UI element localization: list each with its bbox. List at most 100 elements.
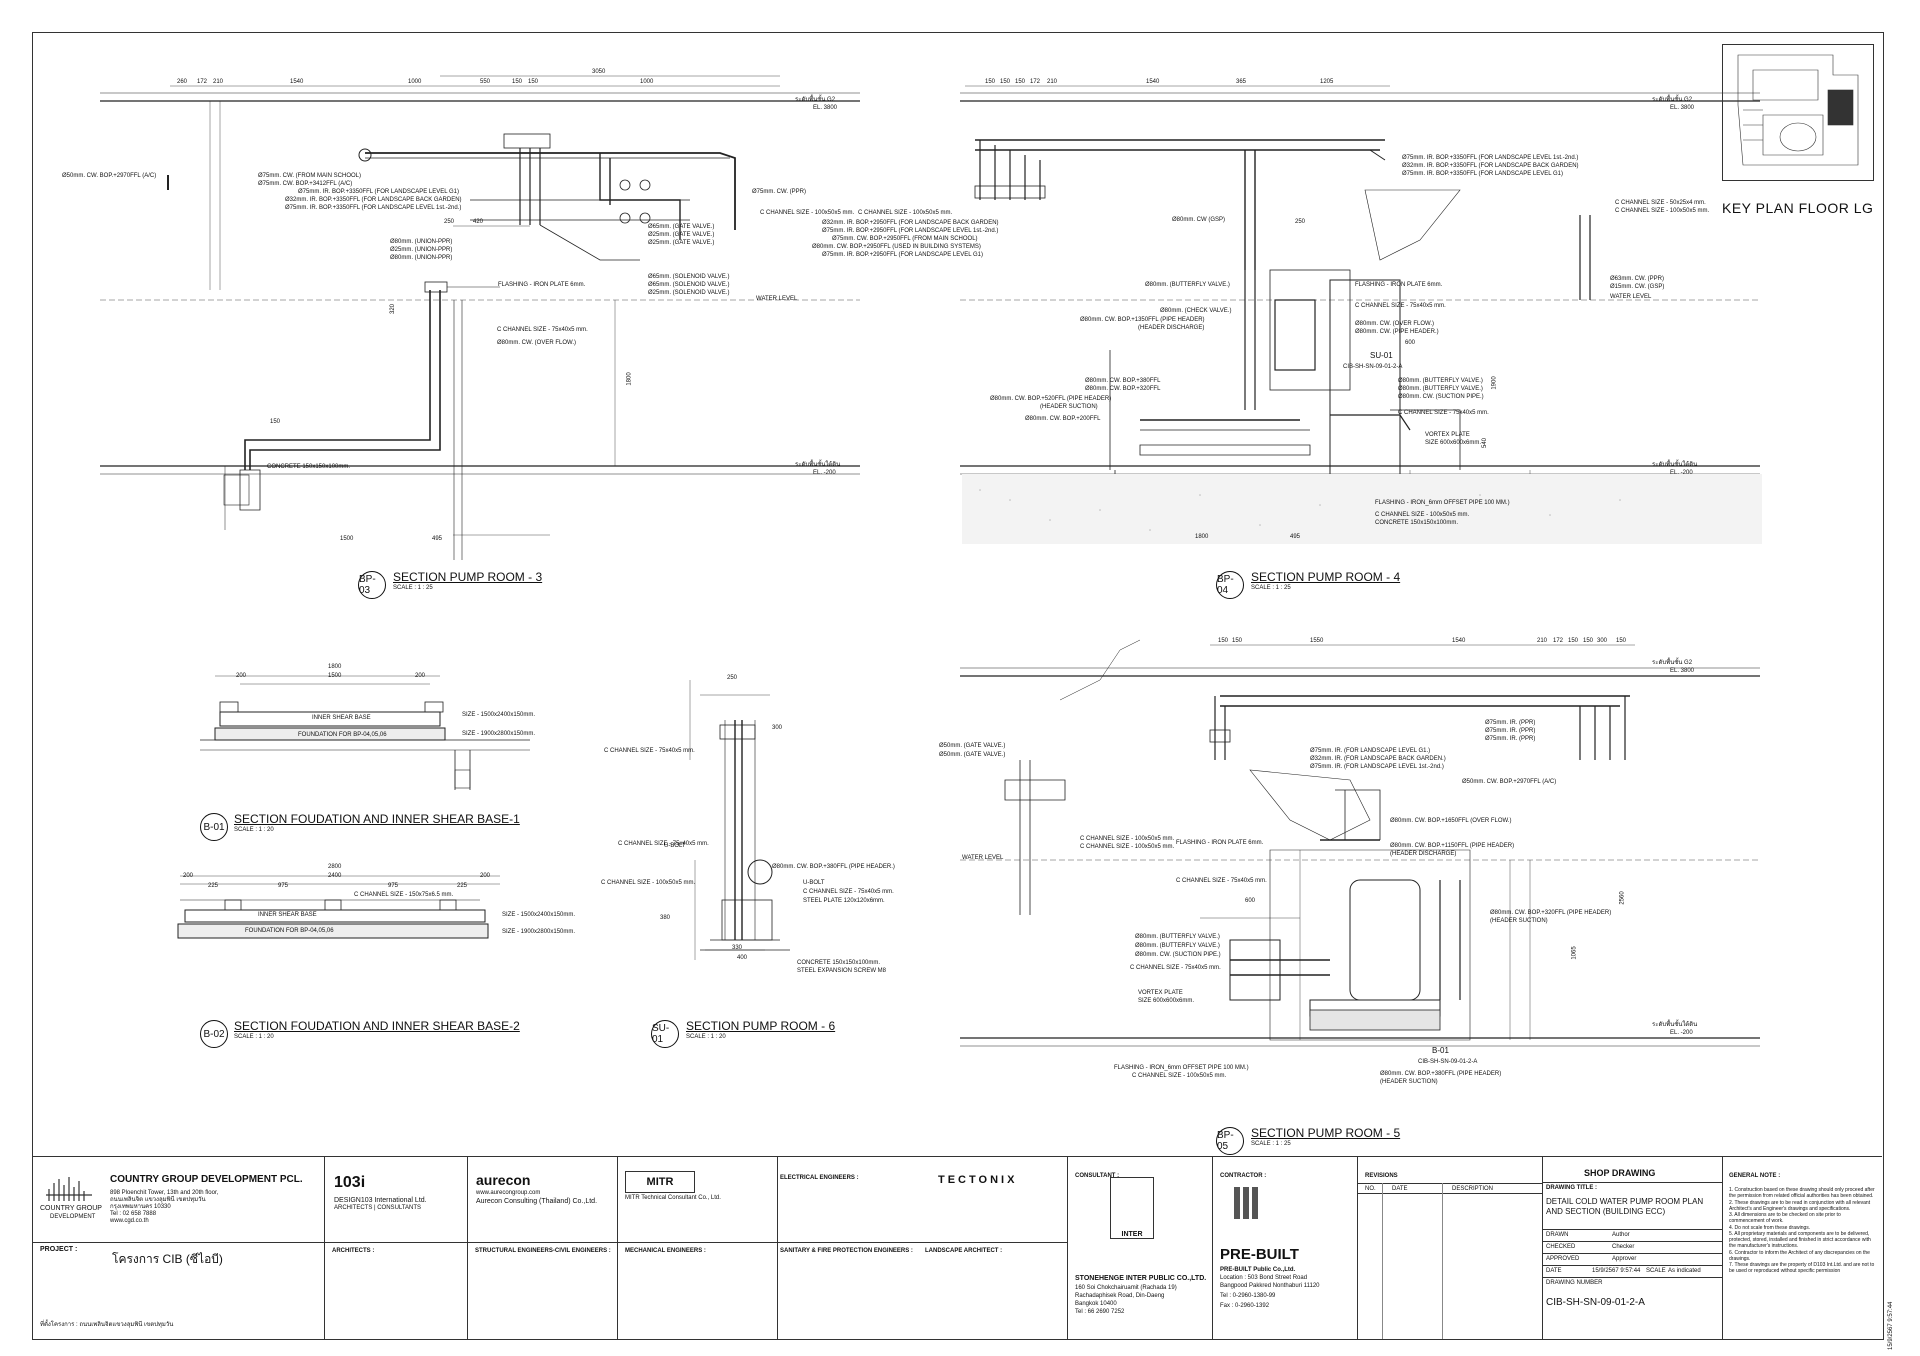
- checked-value: Checker: [1612, 1244, 1635, 1250]
- section-scale: SCALE : 1 : 20: [234, 827, 274, 833]
- level-label: ระดับพื้นชั้น G2: [795, 97, 836, 103]
- pipe-note: Ø80mm. CW. BOP.+2950FFL (USED IN BUILDIN…: [812, 244, 981, 250]
- dimension: 150: [512, 79, 523, 85]
- dimension: 250: [727, 675, 738, 681]
- pipe-note: Ø75mm. IR. BOP.+3350FFL (FOR LANDSCAPE L…: [1402, 171, 1564, 177]
- dimension: 200: [480, 873, 491, 879]
- dimension: 380: [660, 915, 671, 921]
- dimension: 1500: [340, 536, 354, 542]
- shop-divider: [1542, 1229, 1722, 1230]
- section-tag-bubble: BP-03: [358, 571, 386, 599]
- section-tag-bubble: BP-04: [1216, 571, 1244, 599]
- owner-address: กรุงเทพมหานคร 10330: [110, 1204, 171, 1210]
- section-tag-bubble: B-02: [200, 1020, 228, 1048]
- pipe-note: Ø50mm. (GATE VALVE.): [939, 752, 1006, 758]
- consultant-logo: INTER: [1110, 1177, 1154, 1239]
- pipe-note: VORTEX PLATE: [1138, 990, 1183, 996]
- tectonix-logo: TECTONIX: [938, 1174, 1018, 1186]
- project-location: ที่ตั้งโครงการ : ถนนเพลินจิตแขวงลุมพินี …: [40, 1322, 174, 1328]
- dimension: 1800: [1195, 534, 1209, 540]
- section-title: SECTION FOUDATION AND INNER SHEAR BASE-1: [234, 812, 520, 826]
- base-label: INNER SHEAR BASE: [258, 912, 317, 918]
- dimension: 200: [236, 673, 247, 679]
- pipe-note: C CHANNEL SIZE - 100x50x5 mm.: [1132, 1073, 1227, 1079]
- consultant-name: STONEHENGE INTER PUBLIC CO.,LTD.: [1075, 1275, 1207, 1282]
- pipe-note: Ø80mm. CW. BOP.+520FFL (PIPE HEADER): [990, 396, 1112, 402]
- contractor-logo: PRE-BUILT: [1220, 1246, 1299, 1263]
- architect-logo: 103i: [334, 1174, 366, 1191]
- dimension: 210: [1537, 638, 1548, 644]
- dimension: 150: [1232, 638, 1243, 644]
- dimension: 1540: [1452, 638, 1466, 644]
- pipe-note: Ø65mm. (SOLENOID VALVE.): [648, 274, 730, 280]
- pipe-note: C CHANNEL SIZE - 75x40x5 mm.: [1130, 965, 1221, 971]
- section-tag: BP-04: [1217, 574, 1234, 596]
- level-label: ระดับพื้นชั้นใต้ดิน: [795, 462, 841, 468]
- pipe-note: Ø80mm. (BUTTERFLY VALVE.): [1398, 386, 1483, 392]
- pipe-note: C CHANNEL SIZE - 75x40x5 mm.: [1398, 410, 1489, 416]
- dimension: 210: [213, 79, 224, 85]
- owner-tel: Tel : 02 658 7888: [110, 1211, 157, 1217]
- pipe-note: WATER LEVEL: [962, 855, 1004, 861]
- pipe-note: Ø75mm. CW. BOP.+2950FFL (FROM MAIN SCHOO…: [832, 236, 978, 242]
- contractor-label: CONTRACTOR :: [1220, 1173, 1267, 1179]
- pipe-note: VORTEX PLATE: [1425, 432, 1470, 438]
- electrical-label: ELECTRICAL ENGINEERS :: [780, 1175, 859, 1181]
- section-tag-bubble: B-01: [200, 813, 228, 841]
- pipe-note: Ø80mm. (BUTTERFLY VALVE.): [1135, 934, 1220, 940]
- pipe-note: Ø75mm. IR. (FOR LANDSCAPE LEVEL 1st.-2nd…: [1310, 764, 1444, 770]
- shop-divider: [1542, 1241, 1722, 1242]
- pipe-note: C CHANNEL SIZE - 75x40x5 mm.: [1176, 878, 1267, 884]
- dimension: 975: [278, 883, 289, 889]
- owner-logo-text: COUNTRY GROUP: [40, 1205, 102, 1212]
- pipe-note: Ø75mm. IR. BOP.+2950FFL (FOR LANDSCAPE L…: [822, 252, 984, 258]
- pipe-note: Ø32mm. IR. BOP.+2950FFL (FOR LANDSCAPE B…: [822, 220, 999, 226]
- general-note: 5. All proprietary materials and compone…: [1729, 1230, 1871, 1250]
- pipe-note: Ø75mm. CW. BOP.+3412FFL (A/C): [258, 181, 353, 187]
- section-tag: SU-01: [652, 1023, 670, 1045]
- dimension: 400: [737, 955, 748, 961]
- dimension: 172: [1030, 79, 1041, 85]
- pipe-note: Ø25mm. (SOLENOID VALVE.): [648, 290, 730, 296]
- pipe-note: Ø80mm. CW. BOP.+200FFL: [1025, 416, 1101, 422]
- reference-number: CIB-SH-SN-09-01-2-A: [1418, 1059, 1478, 1065]
- size-note: SIZE - 1900x2800x150mm.: [502, 929, 576, 935]
- drawing-number-label: DRAWING NUMBER: [1546, 1280, 1603, 1286]
- su-note: U-BOLT: [664, 843, 686, 849]
- title-block: COUNTRY GROUP DEVELOPMENT COUNTRY GROUP …: [32, 1156, 1882, 1339]
- revisions-col-line: [1442, 1183, 1443, 1339]
- level-elevation: EL. 3800: [1670, 668, 1695, 674]
- aurecon-web: www.aurecongroup.com: [476, 1190, 541, 1196]
- dimension: 260: [177, 79, 188, 85]
- level-label: ระดับพื้นชั้น G2: [1652, 660, 1693, 666]
- pipe-note: C CHANNEL SIZE - 75x40x5 mm.: [497, 327, 588, 333]
- country-group-logo: [46, 1177, 92, 1201]
- pipe-note: Ø15mm. CW. (GSP): [1610, 284, 1665, 290]
- owner-address: 898 Ploenchit Tower, 13th and 20th floor…: [110, 1190, 219, 1196]
- section-scale: SCALE : 1 : 25: [1251, 1141, 1291, 1147]
- dimension: 250: [1295, 219, 1306, 225]
- dimension: 1540: [1146, 79, 1160, 85]
- su-note: C CHANNEL SIZE - 75x40x5 mm.: [604, 748, 695, 754]
- dimension: 495: [1290, 534, 1301, 540]
- section-tag: BP-03: [359, 574, 376, 596]
- dimension: 420: [473, 219, 484, 225]
- structural-label: STRUCTURAL ENGINEERS-CIVIL ENGINEERS :: [475, 1248, 611, 1254]
- approved-label: APPROVED: [1546, 1256, 1580, 1262]
- dimension: 1900: [1491, 376, 1498, 390]
- shop-divider: [1542, 1277, 1722, 1278]
- consultant-label: CONSULTANT :: [1075, 1173, 1120, 1179]
- pipe-note: C CHANNEL SIZE - 100x50x5 mm.: [858, 210, 953, 216]
- dimension: 2400: [328, 873, 342, 879]
- dimension: 1205: [1320, 79, 1334, 85]
- owner-web: www.cgd.co.th: [110, 1218, 149, 1224]
- electrical-cell: [777, 1157, 1068, 1339]
- section-title: SECTION PUMP ROOM - 4: [1251, 570, 1401, 584]
- section-tag-bubble: BP-05: [1216, 1127, 1244, 1155]
- pipe-note: Ø80mm. CW. BOP.+1150FFL (PIPE HEADER): [1390, 843, 1515, 849]
- drawing-title-label: DRAWING TITLE :: [1546, 1185, 1597, 1191]
- section-title: SECTION PUMP ROOM - 6: [686, 1019, 836, 1033]
- pipe-note: Ø80mm. CW. BOP.+380FFL (PIPE HEADER): [1380, 1071, 1502, 1077]
- revisions-cell: [1357, 1157, 1543, 1339]
- section-scale: SCALE : 1 : 20: [234, 1034, 274, 1040]
